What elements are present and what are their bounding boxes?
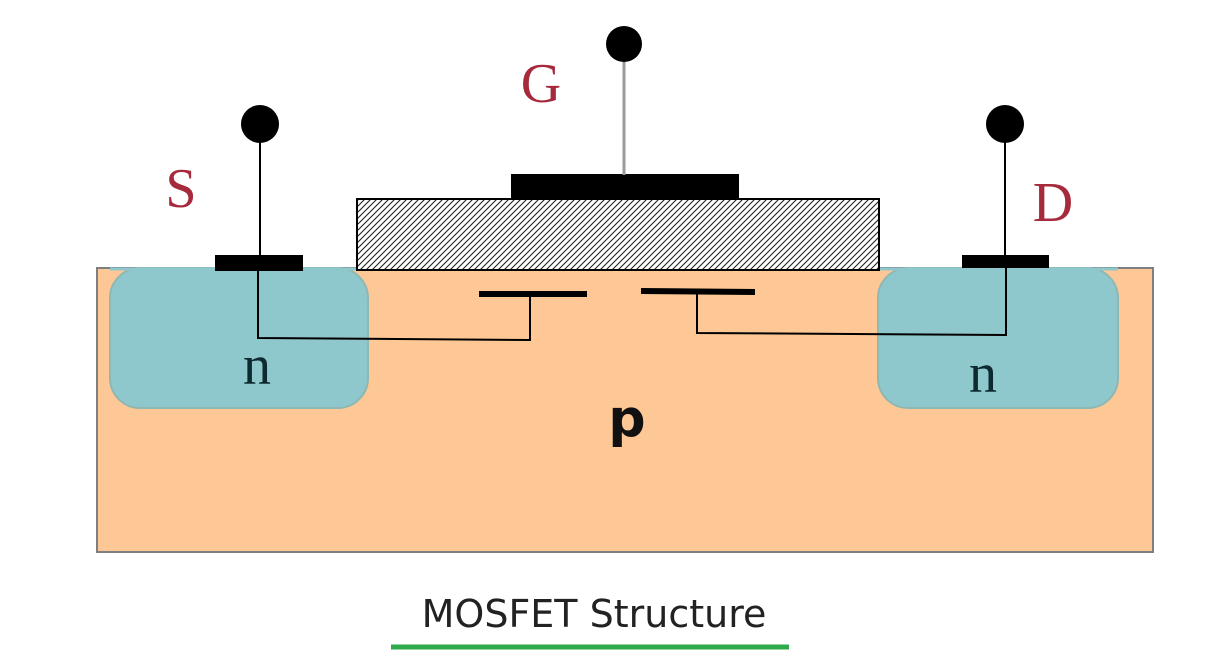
- gate-metal-contact: [511, 174, 739, 200]
- gate-oxide-layer: [356, 198, 880, 271]
- mosfet-symbol-overlay: [257, 268, 1007, 342]
- channel-plate-right: [640, 288, 756, 295]
- source-label: S: [165, 158, 196, 220]
- drain-channel-wire: [696, 268, 1007, 337]
- drain-well-label: n: [969, 343, 997, 405]
- diagram-caption: MOSFET Structure: [422, 592, 767, 636]
- gate-terminal-dot: [606, 26, 642, 62]
- drain-terminal-dot: [986, 105, 1024, 143]
- substrate-label: p: [608, 389, 645, 449]
- source-terminal-dot: [241, 105, 279, 143]
- drain-n-well: [877, 267, 1119, 409]
- drain-label: D: [1033, 172, 1073, 234]
- source-well-label: n: [243, 335, 271, 397]
- gate-label: G: [521, 53, 561, 115]
- drain-metal-contact: [962, 255, 1049, 268]
- source-metal-contact: [215, 255, 303, 271]
- source-channel-wire: [257, 268, 531, 342]
